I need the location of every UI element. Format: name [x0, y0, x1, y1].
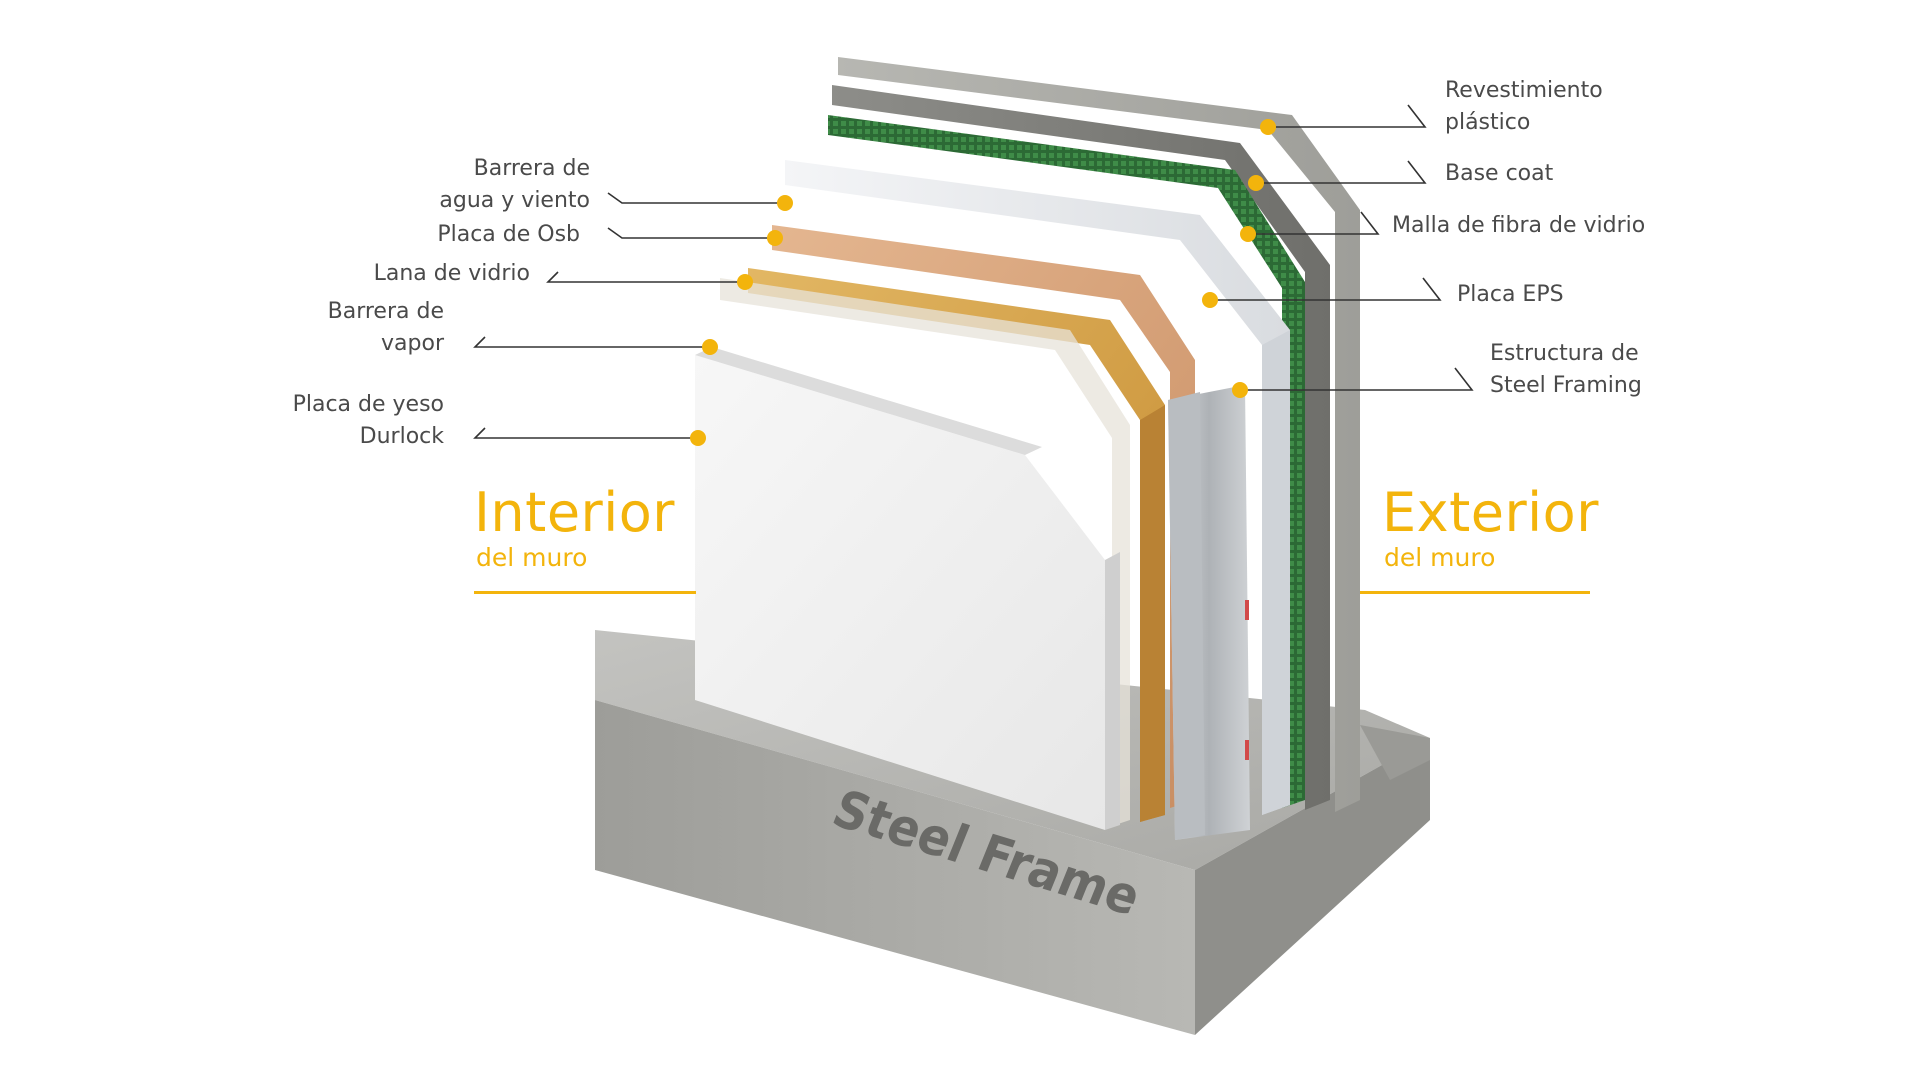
- callout-dots: [690, 119, 1276, 446]
- dot-barrera-agua-viento: [777, 195, 793, 211]
- leader-placa-yeso: [473, 427, 698, 439]
- layer-drywall: [695, 355, 1105, 830]
- layer-steel-stud-flange: [1168, 392, 1205, 840]
- label-revestimiento-plastico: Revestimiento plástico: [1445, 75, 1603, 139]
- label-barrera-agua-viento: Barrera de agua y viento: [439, 153, 590, 217]
- dot-placa-eps: [1202, 292, 1218, 308]
- interior-title: Interior: [474, 481, 675, 544]
- label-line: Durlock: [359, 424, 444, 449]
- exterior-subtitle: del muro: [1384, 543, 1496, 572]
- exterior-title: Exterior: [1382, 481, 1599, 544]
- layer-glass-wool-face: [1140, 405, 1165, 822]
- leader-estructura: [1240, 367, 1474, 391]
- label-line: Placa de yeso: [292, 392, 444, 417]
- dot-malla: [1240, 226, 1256, 242]
- dot-placa-yeso: [690, 430, 706, 446]
- stud-holes: [1245, 740, 1249, 760]
- label-line: Lana de vidrio: [373, 261, 530, 286]
- layer-drywall-side: [1105, 552, 1120, 830]
- leader-base-coat: [1256, 160, 1427, 184]
- label-line: Malla de fibra de vidrio: [1392, 213, 1646, 238]
- interior-underline: [474, 591, 696, 594]
- label-line: Base coat: [1445, 161, 1554, 186]
- layer-drywall-edge: [695, 347, 1042, 455]
- dot-base-coat: [1248, 175, 1264, 191]
- label-placa-yeso: Placa de yeso Durlock: [293, 389, 444, 453]
- label-line: Estructura de: [1490, 341, 1639, 366]
- label-malla-fibra-vidrio: Malla de fibra de vidrio: [1392, 210, 1645, 242]
- label-line: Steel Framing: [1490, 373, 1642, 398]
- concrete-base-side: [1195, 738, 1430, 1035]
- stud-holes: [1245, 600, 1249, 620]
- label-placa-eps: Placa EPS: [1457, 279, 1564, 311]
- leader-revestimiento: [1268, 104, 1427, 128]
- layer-eps-face: [1262, 330, 1290, 815]
- leader-malla: [1248, 211, 1380, 235]
- label-line: Revestimiento: [1445, 78, 1603, 103]
- concrete-base-front: [595, 700, 1195, 1035]
- label-line: vapor: [381, 331, 444, 356]
- leader-placa-osb: [607, 227, 775, 239]
- label-line: Barrera de: [327, 299, 444, 324]
- label-line: Placa EPS: [1457, 282, 1564, 307]
- label-lana-vidrio: Lana de vidrio: [374, 258, 530, 290]
- label-line: agua y viento: [439, 188, 590, 213]
- leader-barrera-agua-viento: [607, 192, 785, 204]
- concrete-base-step: [1360, 725, 1430, 780]
- label-barrera-vapor: Barrera de vapor: [328, 296, 444, 360]
- dot-revestimiento: [1260, 119, 1276, 135]
- exterior-underline: [1360, 591, 1590, 594]
- leader-lana-vidrio: [546, 271, 745, 283]
- callout-leaders: [473, 104, 1474, 439]
- label-placa-osb: Placa de Osb: [437, 219, 580, 251]
- label-line: Barrera de: [473, 156, 590, 181]
- dot-barrera-vapor: [702, 339, 718, 355]
- label-estructura-steel-framing: Estructura de Steel Framing: [1490, 338, 1642, 402]
- label-line: plástico: [1445, 110, 1531, 135]
- label-line: Placa de Osb: [437, 222, 580, 247]
- leader-barrera-vapor: [473, 336, 710, 348]
- interior-subtitle: del muro: [476, 543, 588, 572]
- leader-placa-eps: [1210, 277, 1442, 301]
- dot-lana-vidrio: [737, 274, 753, 290]
- dot-placa-osb: [767, 230, 783, 246]
- dot-estructura: [1232, 382, 1248, 398]
- label-base-coat: Base coat: [1445, 158, 1553, 190]
